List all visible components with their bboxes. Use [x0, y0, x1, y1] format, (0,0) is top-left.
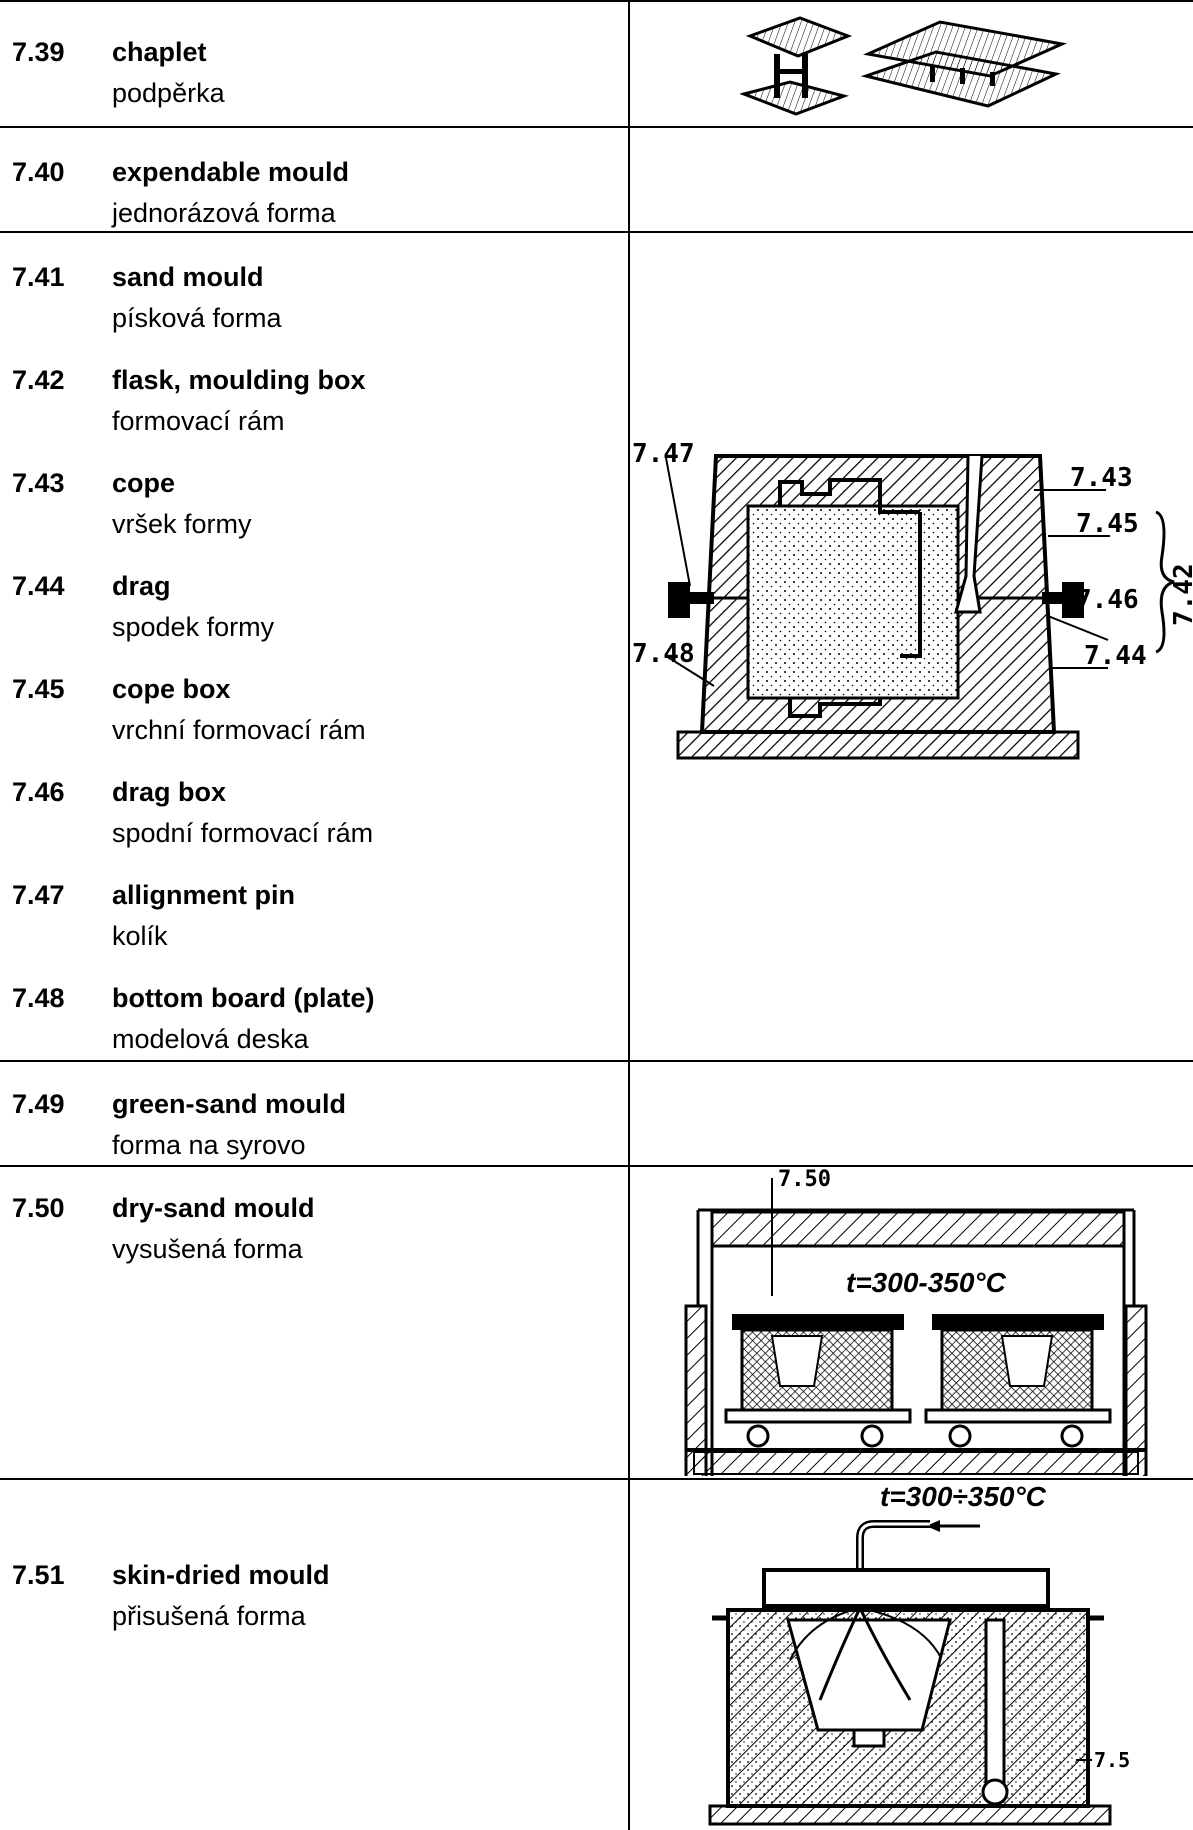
- label-7-42: 7.42: [1169, 563, 1193, 626]
- row-divider: [0, 0, 1193, 2]
- row-divider: [0, 1060, 1193, 1062]
- czech-term: formovací rám: [112, 406, 285, 436]
- entry-number: 7.40: [12, 157, 65, 187]
- label-7-44: 7.44: [1084, 641, 1147, 671]
- row-divider: [0, 231, 1193, 233]
- entry-number: 7.39: [12, 37, 65, 67]
- czech-term: vysušená forma: [112, 1234, 303, 1264]
- czech-term: písková forma: [112, 303, 282, 333]
- czech-term: kolík: [112, 921, 168, 951]
- label-7-51: 7.51: [1094, 1748, 1130, 1772]
- czech-term: spodek formy: [112, 612, 275, 642]
- english-term: allignment pin: [112, 880, 296, 910]
- czech-term: jednorázová forma: [112, 198, 336, 228]
- skin-dried-mould-diagram: t=300÷350°C: [690, 1480, 1130, 1828]
- label-7-48: 7.48: [632, 639, 695, 669]
- skin-temperature-label: t=300÷350°C: [880, 1481, 1047, 1512]
- entry-number: 7.41: [12, 262, 65, 292]
- row-divider: [0, 1478, 1193, 1480]
- entry-number: 7.45: [12, 674, 65, 704]
- english-term: drag: [112, 571, 171, 601]
- english-term: chaplet: [112, 37, 207, 67]
- english-term: bottom board (plate): [112, 983, 375, 1013]
- czech-term: modelová deska: [112, 1024, 309, 1054]
- english-term: dry-sand mould: [112, 1193, 315, 1223]
- entry-number: 7.49: [12, 1089, 65, 1119]
- english-term: drag box: [112, 777, 227, 807]
- entry-number: 7.47: [12, 880, 65, 910]
- drying-oven-diagram: 7.50 t=300-350°C: [672, 1166, 1160, 1476]
- english-term: cope box: [112, 674, 231, 704]
- english-term: green-sand mould: [112, 1089, 347, 1119]
- english-term: skin-dried mould: [112, 1560, 330, 1590]
- czech-term: přisušená forma: [112, 1601, 306, 1631]
- czech-term: forma na syrovo: [112, 1130, 306, 1160]
- moulding-flask-diagram: 7.47 7.43 7.45 7.46 7.48 7.44 7.42: [630, 436, 1193, 772]
- row-divider: [0, 1165, 1193, 1167]
- czech-term: spodní formovací rám: [112, 818, 374, 848]
- entry-number: 7.44: [12, 571, 65, 601]
- chaplet-illustration: [740, 14, 1070, 124]
- oven-temperature-label: t=300-350°C: [846, 1267, 1007, 1298]
- entry-number: 7.46: [12, 777, 65, 807]
- english-term: flask, moulding box: [112, 365, 366, 395]
- english-term: expendable mould: [112, 157, 350, 187]
- entry-number: 7.42: [12, 365, 65, 395]
- label-7-43: 7.43: [1070, 463, 1133, 493]
- label-7-46: 7.46: [1076, 585, 1139, 615]
- entry-number: 7.51: [12, 1560, 65, 1590]
- entry-number: 7.48: [12, 983, 65, 1013]
- english-term: sand mould: [112, 262, 264, 292]
- label-7-45: 7.45: [1076, 509, 1139, 539]
- label-7-50: 7.50: [778, 1167, 831, 1192]
- row-divider: [0, 126, 1193, 128]
- entry-number: 7.43: [12, 468, 65, 498]
- english-term: cope: [112, 468, 176, 498]
- label-7-47: 7.47: [632, 439, 695, 469]
- entry-number: 7.50: [12, 1193, 65, 1223]
- column-divider: [628, 0, 630, 1830]
- czech-term: vrchní formovací rám: [112, 715, 366, 745]
- czech-term: podpěrka: [112, 78, 225, 108]
- czech-term: vršek formy: [112, 509, 252, 539]
